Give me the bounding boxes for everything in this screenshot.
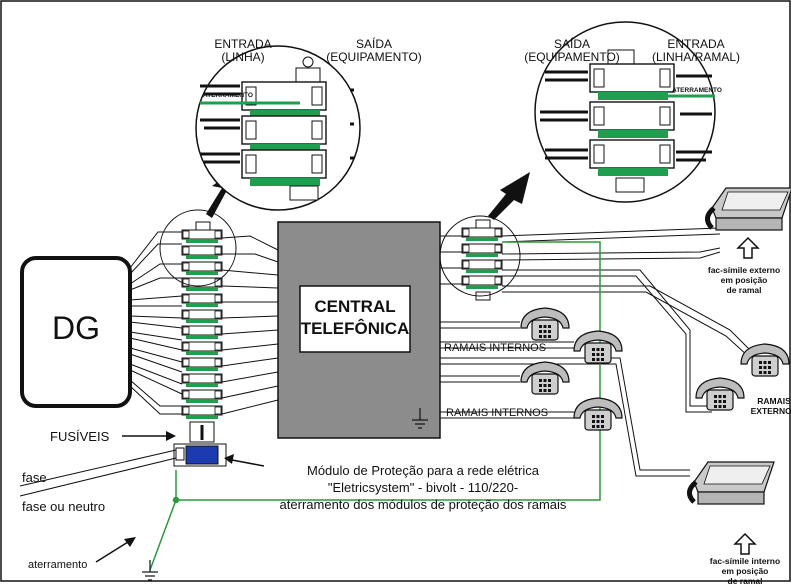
mains-wires	[19, 449, 177, 497]
fusiveis-label: FUSÍVEIS	[50, 429, 110, 444]
ramais-internos-label-1: RAMAIS INTERNOS	[444, 342, 547, 354]
fase-neutro-label: fase ou neutro	[22, 499, 106, 514]
dg-wires	[129, 231, 183, 415]
fase-label: fase	[22, 470, 47, 485]
saida-equipamento-right-label: SAÍDA (EQUIPAMENTO)	[524, 37, 620, 64]
aterramento-left-label: ATERRAMENTO	[203, 92, 253, 99]
right-zoom-arrow-icon	[488, 172, 530, 220]
left-module-column	[181, 221, 223, 443]
central-wires	[221, 235, 279, 415]
entrada-linha-ramal-label: ENTRADA (LINHA/RAMAL)	[651, 37, 740, 64]
left-zoom-ring	[159, 209, 237, 287]
fax-interno-label: fac-símile interno em posição de ramal	[709, 556, 781, 586]
central-label-box	[299, 285, 411, 353]
fax-externo-label: fac-símile externo em posição de ramal	[707, 265, 781, 295]
right-detail-zoom	[534, 21, 716, 203]
internal-wires	[440, 321, 690, 477]
central-label: CENTRAL TELEFÔNICA	[300, 297, 410, 338]
fax-external-arrow-icon	[736, 236, 760, 259]
external-wires	[440, 227, 751, 413]
bottom-ground-icon	[142, 560, 158, 581]
right-zoom-ring	[439, 215, 521, 297]
central-ground-icon	[412, 408, 428, 429]
ground-wire	[149, 241, 601, 571]
ramais-externos-label: RAMAIS EXTERNOS	[750, 396, 791, 416]
aterramento-bottom-label: aterramento	[28, 559, 88, 571]
dg-label: DG	[52, 310, 100, 346]
saida-equipamento-label: SAÍDA (EQUIPAMENTO)	[326, 37, 422, 64]
protection-module-icon	[173, 443, 227, 467]
left-detail-zoom	[195, 45, 361, 211]
modulo-protecao-label: Módulo de Proteção para a rede elétrica …	[279, 463, 567, 512]
ramais-internos-label-2: RAMAIS INTERNOS	[446, 407, 549, 419]
entrada-linha-label: ENTRADA (LINHA)	[214, 37, 272, 64]
fax-internal-arrow-icon	[733, 532, 757, 555]
aterramento-right-label: ATERRAMENTO	[672, 87, 722, 94]
